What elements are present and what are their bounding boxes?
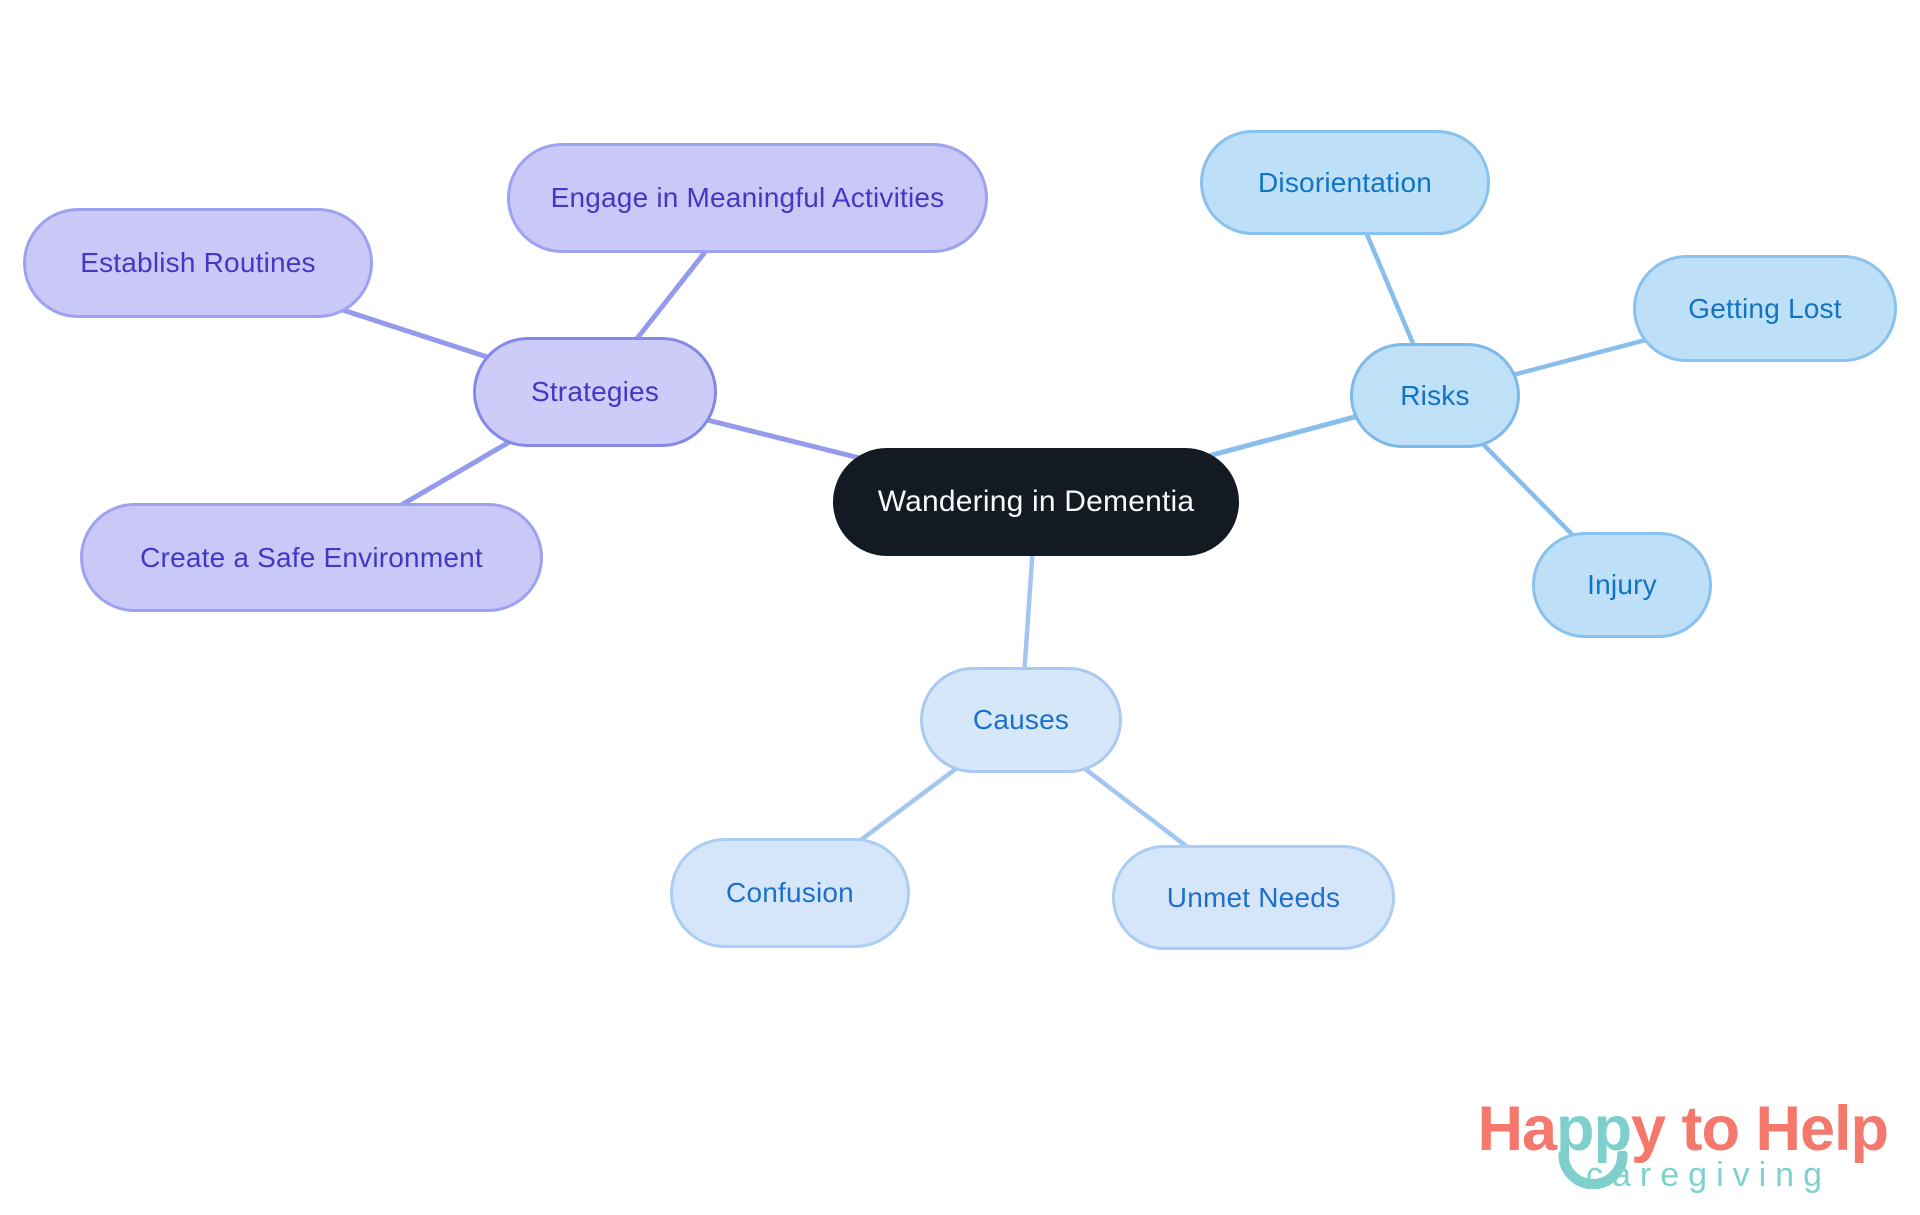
- node-risks[interactable]: Risks: [1350, 343, 1520, 448]
- node-engage[interactable]: Engage in Meaningful Activities: [507, 143, 988, 253]
- node-establish[interactable]: Establish Routines: [23, 208, 373, 318]
- node-unmet-needs[interactable]: Unmet Needs: [1112, 845, 1395, 950]
- node-label: Risks: [1400, 379, 1470, 411]
- brand-wordmark-part2: y to Help: [1630, 1094, 1889, 1164]
- node-label: Create a Safe Environment: [140, 541, 483, 573]
- node-label: Injury: [1587, 569, 1657, 600]
- brand-wordmark-pp: pp: [1556, 1096, 1632, 1190]
- node-label: Getting Lost: [1688, 292, 1842, 324]
- node-label: Engage in Meaningful Activities: [550, 182, 945, 213]
- smile-icon: [1558, 1151, 1628, 1190]
- node-label: Strategies: [530, 376, 660, 407]
- node-label: Establish Routines: [80, 247, 316, 278]
- node-label: Disorientation: [1258, 166, 1432, 198]
- node-label: Wandering in Dementia: [877, 485, 1195, 518]
- node-strategies[interactable]: Strategies: [473, 337, 717, 447]
- node-confusion[interactable]: Confusion: [670, 838, 910, 948]
- node-central[interactable]: Wandering in Dementia: [833, 448, 1239, 556]
- node-disorientation[interactable]: Disorientation: [1200, 130, 1490, 235]
- node-label: Unmet Needs: [1166, 881, 1341, 913]
- node-label: Confusion: [726, 877, 854, 908]
- node-injury[interactable]: Injury: [1532, 532, 1712, 638]
- node-getting-lost[interactable]: Getting Lost: [1633, 255, 1897, 362]
- brand-wordmark-part1: Ha: [1477, 1094, 1557, 1164]
- node-causes[interactable]: Causes: [920, 667, 1122, 773]
- node-label: Causes: [972, 704, 1070, 735]
- node-create-safe[interactable]: Create a Safe Environment: [80, 503, 543, 612]
